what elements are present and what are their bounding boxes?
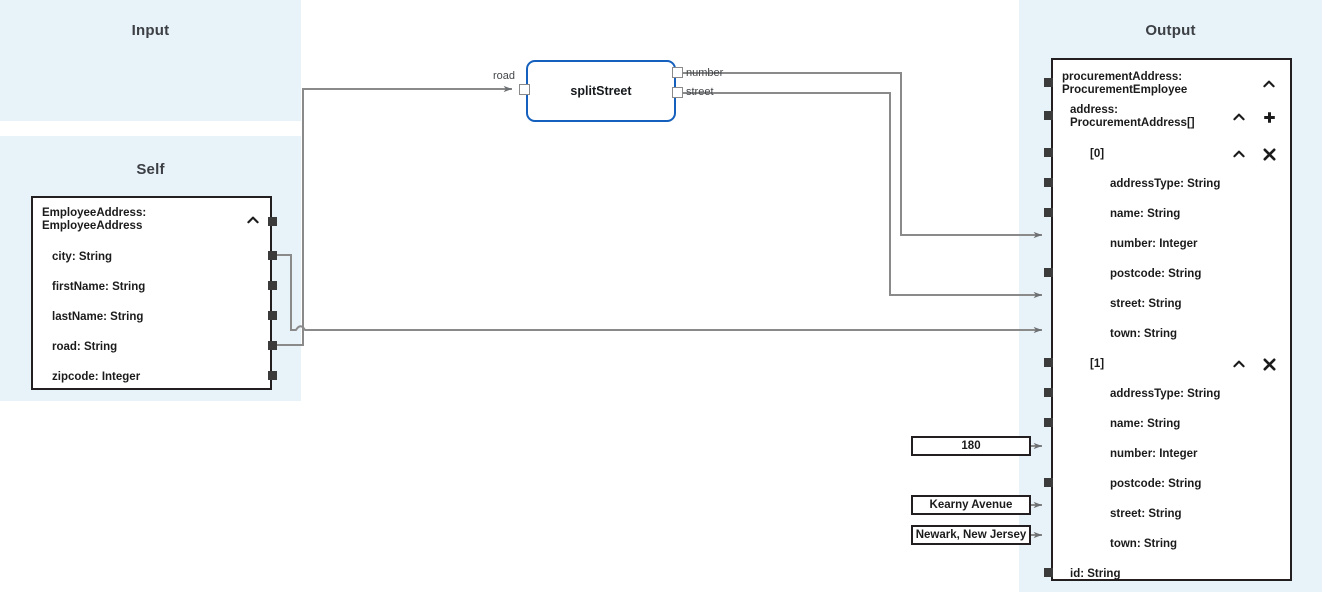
output-row-16[interactable]: id: String [1053,559,1290,589]
port-output-row-6[interactable] [1044,268,1053,277]
port-output-row-2[interactable] [1044,148,1053,157]
port-label-number: number [686,67,724,79]
output-row-14-label: street: String [1110,508,1182,520]
literal-box-street[interactable]: Kearny Avenue [911,495,1031,515]
output-row-8[interactable]: town: String [1053,319,1290,349]
output-row-3-label: addressType: String [1110,178,1221,190]
port-self-zipcode[interactable] [268,371,277,380]
plus-icon[interactable] [1260,102,1278,132]
output-row-10-label: addressType: String [1110,388,1221,400]
port-output-row-11[interactable] [1044,418,1053,427]
output-panel-title: Output [1145,22,1196,39]
port-self-header[interactable] [268,217,277,226]
output-row-0-label: procurementAddress: [1062,70,1183,83]
output-row-11[interactable]: name: String [1053,409,1290,439]
output-row-5[interactable]: number: Integer [1053,229,1290,259]
output-row-13[interactable]: postcode: String [1053,469,1290,499]
output-row-9-label: [1] [1090,358,1105,370]
output-row-2-label: [0] [1090,148,1105,160]
output-row-2[interactable]: [0] [1053,139,1290,169]
output-row-1[interactable]: address:ProcurementAddress[] [1053,99,1290,135]
chevron-up-icon[interactable] [244,205,262,235]
output-row-12[interactable]: number: Integer [1053,439,1290,469]
literal-box-number[interactable]: 180 [911,436,1031,456]
self-node-header-line1: EmployeeAddress: [42,206,147,219]
self-field-firstname[interactable]: firstName: String [33,272,270,302]
output-row-6[interactable]: postcode: String [1053,259,1290,289]
self-field-city-label: city: String [52,251,113,263]
literal-value-street: Kearny Avenue [929,499,1013,511]
output-row-7-label: street: String [1110,298,1182,310]
output-row-15-label: town: String [1110,538,1178,550]
literal-value-town: Newark, New Jersey [915,529,1027,541]
port-output-row-4[interactable] [1044,208,1053,217]
self-node-employee-address[interactable]: EmployeeAddress: EmployeeAddress city: S… [31,196,272,390]
self-field-city[interactable]: city: String [33,242,270,272]
self-field-lastname-label: lastName: String [52,311,144,323]
port-splitstreet-in-road[interactable] [519,84,530,95]
port-output-row-10[interactable] [1044,388,1053,397]
self-field-zipcode-label: zipcode: Integer [52,371,141,383]
close-icon[interactable] [1260,349,1278,379]
self-field-lastname[interactable]: lastName: String [33,302,270,332]
function-node-title: splitStreet [570,84,632,98]
literal-box-town[interactable]: Newark, New Jersey [911,525,1031,545]
input-panel-title: Input [131,22,170,39]
output-row-4[interactable]: name: String [1053,199,1290,229]
chevron-up-icon[interactable] [1230,102,1248,132]
output-row-6-label: postcode: String [1110,268,1202,280]
port-output-row-3[interactable] [1044,178,1053,187]
port-output-row-1[interactable] [1044,111,1053,120]
port-self-lastname[interactable] [268,311,277,320]
close-icon[interactable] [1260,139,1278,169]
output-row-0-label2: ProcurementEmployee [1062,84,1188,96]
output-row-4-label: name: String [1110,208,1181,220]
port-self-city[interactable] [268,251,277,260]
self-field-road-label: road: String [52,341,118,353]
self-node-header-line2: EmployeeAddress [42,220,143,232]
self-panel-title: Self [136,161,165,178]
output-row-5-label: number: Integer [1110,238,1198,250]
port-splitstreet-out-number[interactable] [672,67,683,78]
port-splitstreet-out-street[interactable] [672,87,683,98]
self-field-zipcode[interactable]: zipcode: Integer [33,362,270,392]
self-field-firstname-label: firstName: String [52,281,146,293]
output-row-1-label: address: [1070,103,1118,116]
output-row-3[interactable]: addressType: String [1053,169,1290,199]
port-output-row-9[interactable] [1044,358,1053,367]
port-output-row-16[interactable] [1044,568,1053,577]
output-row-11-label: name: String [1110,418,1181,430]
output-row-13-label: postcode: String [1110,478,1202,490]
output-row-9[interactable]: [1] [1053,349,1290,379]
self-field-road[interactable]: road: String [33,332,270,362]
output-row-1-label2: ProcurementAddress[] [1070,117,1195,129]
port-output-row-0[interactable] [1044,78,1053,87]
output-row-12-label: number: Integer [1110,448,1198,460]
output-row-16-label: id: String [1070,568,1121,580]
output-row-14[interactable]: street: String [1053,499,1290,529]
self-node-header[interactable]: EmployeeAddress: EmployeeAddress [33,202,270,238]
output-row-10[interactable]: addressType: String [1053,379,1290,409]
chevron-up-icon[interactable] [1230,139,1248,169]
port-label-street: street [686,86,714,98]
port-label-road: road [493,70,516,82]
chevron-up-icon[interactable] [1260,69,1278,99]
output-row-0[interactable]: procurementAddress:ProcurementEmployee [1053,66,1290,102]
output-row-15[interactable]: town: String [1053,529,1290,559]
output-row-7[interactable]: street: String [1053,289,1290,319]
port-output-row-13[interactable] [1044,478,1053,487]
literal-value-number: 180 [961,440,981,452]
chevron-up-icon[interactable] [1230,349,1248,379]
input-panel: Input [0,0,301,121]
port-self-road[interactable] [268,341,277,350]
function-node-splitstreet[interactable]: splitStreet [526,60,676,122]
port-self-firstname[interactable] [268,281,277,290]
output-row-8-label: town: String [1110,328,1178,340]
